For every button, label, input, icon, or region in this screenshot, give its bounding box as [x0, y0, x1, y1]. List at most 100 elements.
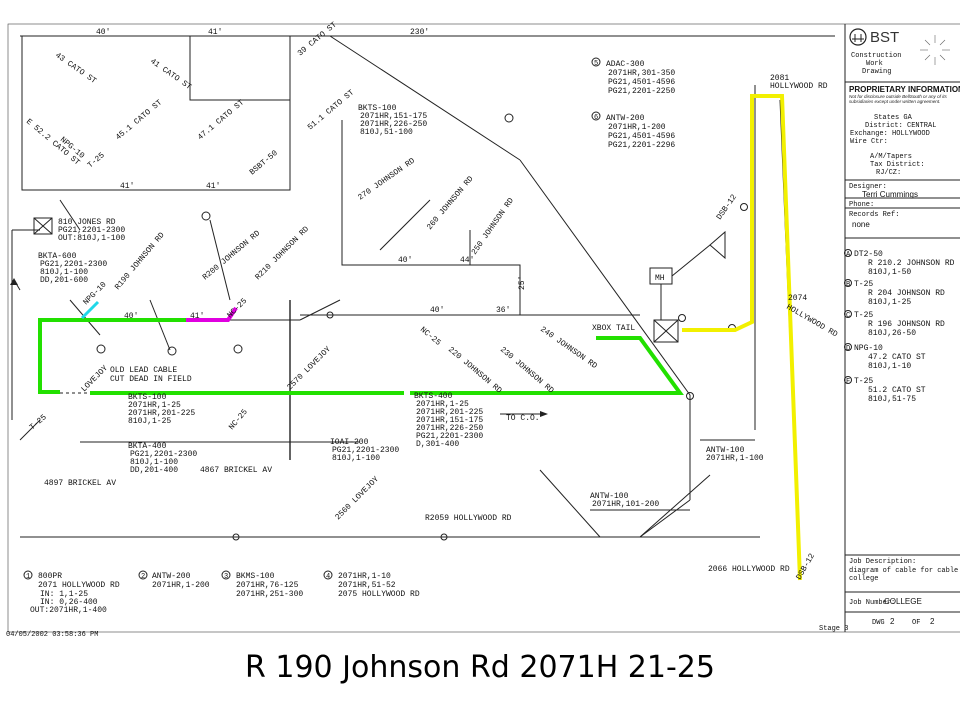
svg-text:D,301-400: D,301-400	[416, 440, 459, 449]
svg-text:2071HR,1-100: 2071HR,1-100	[706, 454, 764, 463]
old-lead-cable-note: OLD LEAD CABLE	[110, 366, 177, 375]
title-field-1: A/M/Tapers	[870, 153, 912, 161]
hollywood-2074-label: 2074	[788, 294, 807, 303]
legend-item-d: D NPG-10 47.2 CATO ST 810J,1-10	[844, 343, 926, 371]
dsb12-label: DSB-12	[715, 193, 739, 222]
cato-43-label: 43 CATO ST	[53, 51, 98, 86]
bkts100-top-label: BKTS-100	[358, 104, 397, 113]
dim-label: 40'	[96, 28, 110, 37]
svg-text:2071HR,1-200: 2071HR,1-200	[608, 123, 666, 132]
svg-text:810J,51-100: 810J,51-100	[360, 128, 413, 137]
svg-text:PG21,4501-4596: PG21,4501-4596	[608, 132, 675, 141]
job-description-line-1: diagram of cable for cable	[849, 567, 958, 575]
dwg-label: DWG	[872, 619, 885, 627]
svg-text:2071HR,301-350: 2071HR,301-350	[608, 69, 675, 78]
svg-text:DD,201-400: DD,201-400	[130, 466, 178, 475]
of-number: 2	[930, 617, 935, 626]
company-logo-text: BST	[870, 29, 899, 46]
johnson-r200-label: R200 JOHNSON RD	[201, 229, 262, 282]
svg-text:2071 HOLLYWOOD RD: 2071 HOLLYWOOD RD	[38, 581, 120, 590]
svg-text:C: C	[846, 312, 850, 320]
svg-text:R 204 JOHNSON RD: R 204 JOHNSON RD	[868, 289, 945, 298]
svg-text:PG21,2201-2300: PG21,2201-2300	[130, 450, 197, 459]
dim-label: 41'	[206, 182, 220, 191]
lovejoy-2560-label: 2560 LOVEJOY	[334, 475, 381, 522]
dim-label: 41'	[208, 28, 222, 37]
note-1: 1 800PR 2071 HOLLYWOOD RD IN: 1,1-25 IN:…	[23, 570, 120, 615]
svg-text:ANTW-200: ANTW-200	[606, 114, 645, 123]
svg-text:810J,1-10: 810J,1-10	[868, 362, 911, 371]
svg-text:810J,26-50: 810J,26-50	[868, 329, 916, 338]
green-cable-route	[38, 318, 186, 394]
svg-text:2: 2	[141, 573, 145, 581]
svg-text:DT2-50: DT2-50	[854, 250, 883, 259]
svg-text:2071HR,151-175: 2071HR,151-175	[416, 416, 483, 425]
svg-text:810J,1-50: 810J,1-50	[868, 268, 911, 277]
svg-text:PG21,2201-2250: PG21,2201-2250	[608, 87, 675, 96]
svg-text:PG21,4501-4596: PG21,4501-4596	[608, 78, 675, 87]
svg-text:T-25: T-25	[854, 280, 873, 289]
svg-text:OUT:810J,1-100: OUT:810J,1-100	[58, 234, 125, 243]
svg-text:PG21,2201-2300: PG21,2201-2300	[58, 226, 125, 235]
svg-text:810J,1-100: 810J,1-100	[40, 268, 88, 277]
johnson-230-label: 230 JOHNSON RD	[498, 345, 555, 395]
t25-label: T-25	[86, 151, 107, 170]
svg-text:ADAC-300: ADAC-300	[606, 60, 645, 69]
title-field-2: Tax District:	[870, 161, 925, 169]
note-2: 2 ANTW-200 2071HR,1-200	[138, 570, 210, 590]
title-block: BST Construction Work Drawing PROPRIETAR…	[819, 24, 960, 633]
lovejoy-label: LOVEJOY	[80, 364, 110, 394]
ioai200-label: IOAI-200	[330, 438, 369, 447]
legend-item-c: C T-25 R 196 JOHNSON RD 810J,26-50	[844, 310, 945, 338]
antw100-b-label: ANTW-100	[590, 492, 629, 501]
title-field-3: RJ/CZ:	[876, 169, 901, 177]
svg-text:PG21,2201-2296: PG21,2201-2296	[608, 141, 675, 150]
dim-label: 40'	[398, 256, 412, 265]
cato-511-label: 51.1 CATO ST	[306, 88, 356, 132]
dim-label: 25'	[518, 276, 527, 290]
title-subtitle-1: Construction	[851, 52, 901, 60]
svg-text:PG21,2201-2300: PG21,2201-2300	[40, 260, 107, 269]
lovejoy-2570-label: 2570 LOVEJOY	[286, 345, 333, 392]
to-co-label: TO C.O.	[506, 414, 540, 423]
svg-text:2071HR,1-200: 2071HR,1-200	[152, 581, 210, 590]
nc25-label: NC-25	[227, 408, 249, 432]
title-subtitle-2: Work	[866, 60, 883, 68]
svg-text:D: D	[846, 345, 850, 353]
svg-text:2071HR,1-25: 2071HR,1-25	[416, 400, 469, 409]
sheet-border	[7, 23, 960, 633]
print-timestamp: 04/05/2002 03:58:36 PM	[6, 631, 98, 639]
legend-item-b: B T-25 R 204 JOHNSON RD 810J,1-25	[844, 279, 945, 307]
district-field: District: CENTRAL	[865, 122, 936, 130]
svg-text:2071HR,226-250: 2071HR,226-250	[360, 120, 427, 129]
legend-item-f: F T-25 51.2 CATO ST 810J,51-75	[844, 376, 926, 404]
svg-text:A: A	[846, 251, 851, 259]
svg-text:T-25: T-25	[854, 311, 873, 320]
manhole-label: MH	[655, 274, 665, 283]
sunburst-icon	[920, 35, 950, 65]
jones-rd-label: 810 JONES RD	[58, 218, 116, 227]
state-field: States GA	[874, 114, 913, 122]
svg-text:R 210.2 JOHNSON RD: R 210.2 JOHNSON RD	[868, 259, 955, 268]
svg-text:NPG-10: NPG-10	[854, 344, 883, 353]
exchange-field: Exchange: HOLLYWOOD	[850, 130, 930, 138]
dim-label: 44'	[460, 256, 474, 265]
svg-text:HOLLYWOOD RD: HOLLYWOOD RD	[770, 82, 828, 91]
xbox-tail-label: XBOX TAIL	[592, 324, 635, 333]
construction-work-drawing: BST Construction Work Drawing PROPRIETAR…	[6, 20, 960, 639]
dim-label: 41'	[120, 182, 134, 191]
svg-text:800PR: 800PR	[38, 572, 62, 581]
dim-label: 40'	[124, 312, 138, 321]
svg-text:810J,1-25: 810J,1-25	[868, 298, 911, 307]
svg-text:47.2 CATO ST: 47.2 CATO ST	[868, 353, 926, 362]
bkta600-label: BKTA-600	[38, 252, 77, 261]
johnson-240-label: 240 JOHNSON RD	[538, 325, 598, 371]
legend: A DT2-50 R 210.2 JOHNSON RD 810J,1-50 B …	[844, 249, 955, 404]
highlighted-cable-paths	[38, 94, 802, 581]
t25-label: T-25	[28, 413, 49, 432]
johnson-250-label: 250 JOHNSON RD	[470, 196, 516, 256]
svg-text:2071HR,201-225: 2071HR,201-225	[128, 409, 195, 418]
svg-text:4: 4	[326, 573, 330, 581]
yellow-cable-route	[682, 94, 802, 581]
cato-451-label: 45.1 CATO ST	[114, 98, 164, 142]
